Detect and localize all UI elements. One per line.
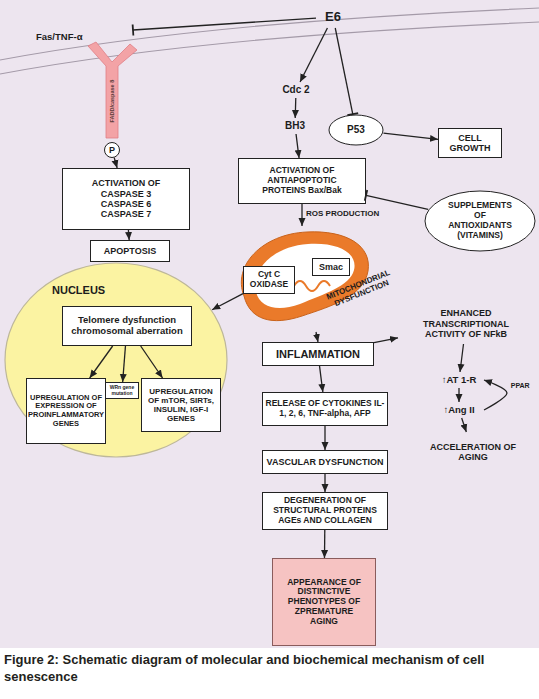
cell-membrane [0,8,539,60]
node-text: UPREGULATION OF mTOR, SIRTs, INSULIN, IG… [144,387,218,424]
figure-caption: Figure 2: Schematic diagram of molecular… [4,652,532,686]
ellipse-outline [425,191,535,251]
node-text: DEGENERATION OF STRUCTURAL PROTEINS AGEs… [265,496,385,525]
node-text: CELL GROWTH [441,133,499,154]
mutation-box: WRn gene mutation [105,382,139,399]
process-label: ↑AT 1-R [434,372,484,388]
process-box: UPREGULATION OF EXPRESSION OF PROINFLAMM… [26,378,106,444]
node-text: WRn gene mutation [108,385,136,397]
mitochondrion-crista [294,281,330,291]
process-box: Cyt C OXIDASE [243,266,295,294]
protein-label: E6 [316,6,350,28]
node-text: INFLAMMATION [276,348,360,361]
protein-label: Cdc 2 [276,82,316,98]
receptor-outline [88,42,137,138]
phosphate-circle: P [104,142,120,158]
ellipse-outline [329,115,383,145]
arrow-connector [460,344,464,372]
node-text: SUPPLEMENTS OF ANTIOXIDANTS (VITAMINS) [442,201,518,240]
process-box: VASCULAR DYSFUNCTION [262,450,388,474]
arrow-connector [458,388,459,402]
inhibition-connector [335,28,353,114]
edge-label: ROS PRODUCTION [306,209,379,218]
node-text: E6 [325,10,341,25]
process-box: ACTIVATION OF ANTIAPOPTOTIC PROTEINS Bax… [238,158,366,204]
process-label: ↑Ang II [434,402,484,418]
node-text: APOPTOSIS [104,246,156,256]
outcome-box: APPEARANCE OF DISTINCTIVE PHENOTYPES OF … [272,558,376,646]
node-text: RELEASE OF CYTOKINES IL-1, 2, 6, TNF-alp… [265,399,385,419]
node-text: ↑Ang II [443,405,474,416]
node-text: Smac [319,262,343,272]
cell-membrane [0,22,539,74]
process-box: APOPTOSIS [90,240,170,262]
arrow-connector [296,134,299,158]
process-box: Telomere dysfunction chromosomal aberrat… [62,306,192,346]
process-box: DEGENERATION OF STRUCTURAL PROTEINS AGEs… [262,492,388,530]
supplement-ellipse: SUPPLEMENTS OF ANTIOXIDANTS (VITAMINS) [424,190,536,252]
protein-label: BH3 [278,118,312,134]
protein-ellipse: P53 [328,114,384,146]
mitochondrion-outer [241,232,368,321]
arrow-connector [324,426,325,450]
nucleus-outline [5,263,227,457]
process-box: RELEASE OF CYTOKINES IL-1, 2, 6, TNF-alp… [262,392,388,426]
node-text: FADD/caspase 8 [109,66,115,136]
node-text: BH3 [285,120,305,132]
arrow-connector [212,294,243,310]
node-text: P [109,145,115,155]
edge-label: PPAR [511,382,530,389]
arrow-connector [374,338,398,343]
cell-background [0,0,539,648]
process-box: Smac [312,258,350,276]
node-text: APPEARANCE OF DISTINCTIVE PHENOTYPES OF … [285,578,363,627]
process-box: ACTIVATION OF CASPASE 3 CASPASE 6 CASPAS… [62,168,190,230]
node-text: ACCELERATION OF AGING [420,442,526,463]
arrow-connector [128,230,130,240]
arrow-connector [383,133,438,139]
node-text: Cyt C OXIDASE [246,270,292,290]
node-text: NUCLEUS [52,284,105,297]
node-text: Fas/TNF-α [36,32,82,43]
arrow-connector [484,380,507,410]
node-text: P53 [347,124,365,136]
node-text: ↑AT 1-R [442,375,477,386]
shape-outline [36,30,136,144]
nucleus-ellipse: NUCLEUS Telomere dysfunction chromosomal … [4,262,228,458]
arrow-connector [320,366,323,392]
arrow-connector [301,204,302,226]
process-label: ENHANCED TRANSCRIPTIONAL ACTIVITY OF NFk… [398,304,534,344]
process-box: CELL GROWTH [438,128,502,158]
node-text: VASCULAR DYSFUNCTION [267,457,384,467]
process-box: UPREGULATION OF mTOR, SIRTs, INSULIN, IG… [141,378,221,432]
arrow-connector [316,332,318,342]
node-text: ACTIVATION OF ANTIAPOPTOTIC PROTEINS Bax… [259,166,345,195]
arrow-connector [324,530,326,558]
arrow-connector [462,418,467,432]
arrow-connector [114,158,117,168]
arrow-connector [300,28,327,82]
node-text: UPREGULATION OF EXPRESSION OF PROINFLAMM… [28,394,104,429]
node-text: Cdc 2 [282,84,309,96]
inhibition-connector [366,195,428,209]
arrow-connector [324,474,325,492]
process-box: INFLAMMATION [262,342,374,366]
process-label: ACCELERATION OF AGING [418,432,528,472]
node-text: Telomere dysfunction chromosomal aberrat… [65,315,189,337]
mitochondrion-symbol: MITOCHONDRIAL DYSFUNCTIONSmacCyt C OXIDA… [232,226,372,332]
arrow-connector [295,98,297,118]
inhibition-connector [133,18,316,30]
node-text: ENHANCED TRANSCRIPTIONAL ACTIVITY OF NFk… [416,308,516,339]
receptor-symbol: Fas/TNF-αFADD/caspase 8 [36,30,136,144]
node-text: ACTIVATION OF CASPASE 3 CASPASE 6 CASPAS… [85,178,167,219]
